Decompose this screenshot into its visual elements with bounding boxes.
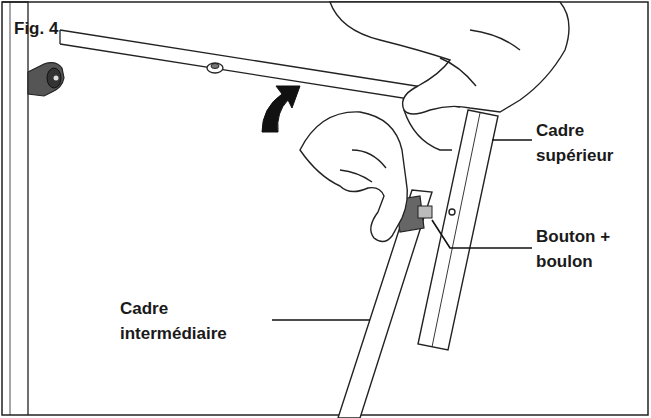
part-label: Cadre supérieur bbox=[534, 118, 646, 168]
leader-line bbox=[432, 220, 532, 248]
leader-lines bbox=[242, 140, 532, 320]
part-label: Cadre intermédiaire bbox=[118, 296, 272, 346]
side-panel-edge bbox=[10, 2, 11, 415]
lower-hand bbox=[300, 112, 407, 242]
leader-line bbox=[492, 139, 532, 141]
nut bbox=[207, 63, 223, 73]
upper-frame bbox=[418, 110, 498, 350]
knob bbox=[28, 63, 64, 96]
figure-number: Fig. 4 bbox=[14, 16, 58, 41]
part-label: Bouton + boulon bbox=[534, 224, 646, 274]
rotation-arrow bbox=[262, 86, 300, 132]
side-panel bbox=[2, 2, 28, 415]
